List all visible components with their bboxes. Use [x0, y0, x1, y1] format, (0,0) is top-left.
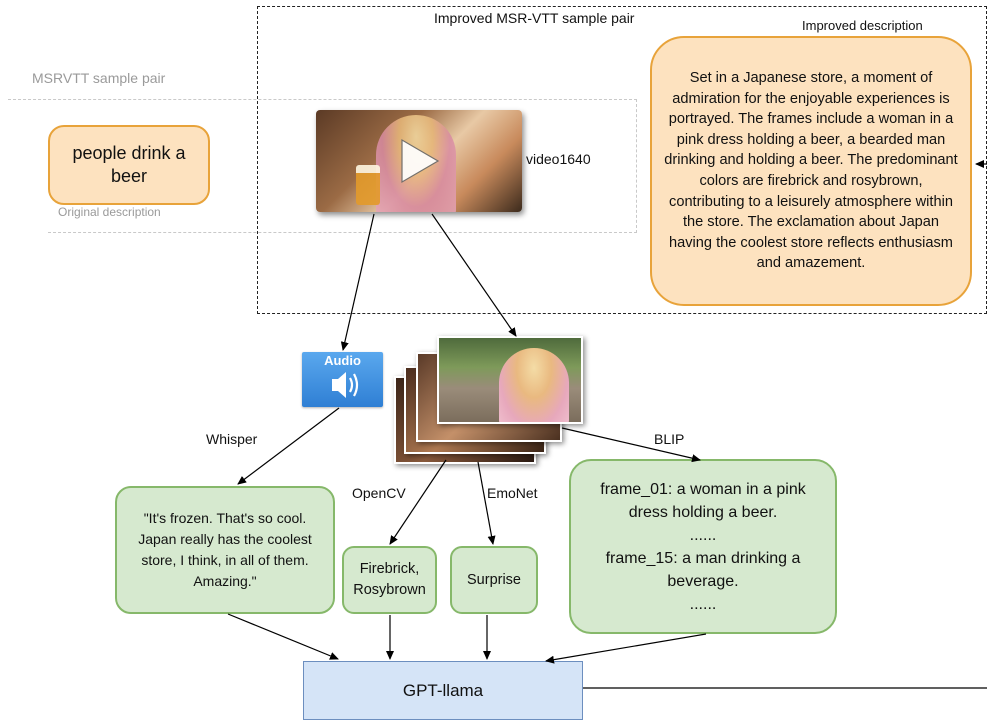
improved-description-text: Set in a Japanese store, a moment of adm…: [664, 70, 958, 272]
original-description-label: Original description: [58, 205, 161, 219]
msrvtt-pair-bottom-line: [48, 232, 637, 233]
video-id-label: video1640: [526, 151, 591, 167]
emotion-text: Surprise: [467, 572, 521, 588]
arrow-audio-to-transcript: [237, 407, 340, 485]
play-icon[interactable]: [316, 110, 522, 212]
blip-caption-frame-01: frame_01: a woman in a pink dress holdin…: [600, 480, 806, 521]
blip-caption-ellipsis-1: ......: [689, 526, 717, 544]
improved-pair-label: Improved MSR-VTT sample pair: [434, 10, 635, 26]
arrow-frames-to-blip: [561, 427, 701, 463]
blip-captions-node: frame_01: a woman in a pink dress holdin…: [569, 459, 837, 634]
whisper-label: Whisper: [206, 431, 258, 447]
colors-node: Firebrick, Rosybrown: [342, 546, 437, 614]
speaker-icon: [332, 372, 359, 398]
arrow-blip-to-gpt: [545, 633, 707, 664]
original-description-node: people drink a beer: [48, 125, 210, 205]
gpt-llama-node: GPT-llama: [303, 661, 583, 720]
msrvtt-pair-container: [8, 99, 637, 233]
transcript-text: "It's frozen. That's so cool. Japan real…: [138, 510, 312, 589]
improved-description-node: Set in a Japanese store, a moment of adm…: [650, 36, 972, 306]
improved-description-label: Improved description: [802, 18, 923, 33]
arrow-video-to-audio: [340, 213, 375, 351]
opencv-label: OpenCV: [352, 485, 406, 501]
video-beer-glass: [356, 165, 380, 205]
arrow-transcript-to-gpt: [227, 613, 339, 660]
original-description-text: people drink a beer: [72, 143, 186, 186]
emotion-node: Surprise: [450, 546, 538, 614]
video-frame-4: [437, 336, 583, 424]
gpt-llama-text: GPT-llama: [402, 680, 484, 700]
arrow-frames-to-colors: [389, 459, 447, 545]
transcript-node: "It's frozen. That's so cool. Japan real…: [115, 486, 335, 614]
arrow-video-to-frames: [431, 213, 517, 337]
emonet-label: EmoNet: [487, 485, 538, 501]
audio-label: Audio: [324, 353, 361, 368]
audio-node: Audio: [302, 352, 383, 407]
colors-text: Firebrick, Rosybrown: [353, 561, 426, 598]
arrow-frames-to-emotion: [477, 461, 496, 545]
frame-person-figure: [499, 348, 569, 422]
blip-caption-ellipsis-2: ......: [689, 595, 717, 613]
msrvtt-pair-label: MSRVTT sample pair: [32, 70, 166, 86]
blip-label: BLIP: [654, 431, 685, 447]
blip-caption-frame-15: frame_15: a man drinking a beverage.: [605, 549, 801, 590]
video-thumbnail[interactable]: [316, 110, 522, 212]
